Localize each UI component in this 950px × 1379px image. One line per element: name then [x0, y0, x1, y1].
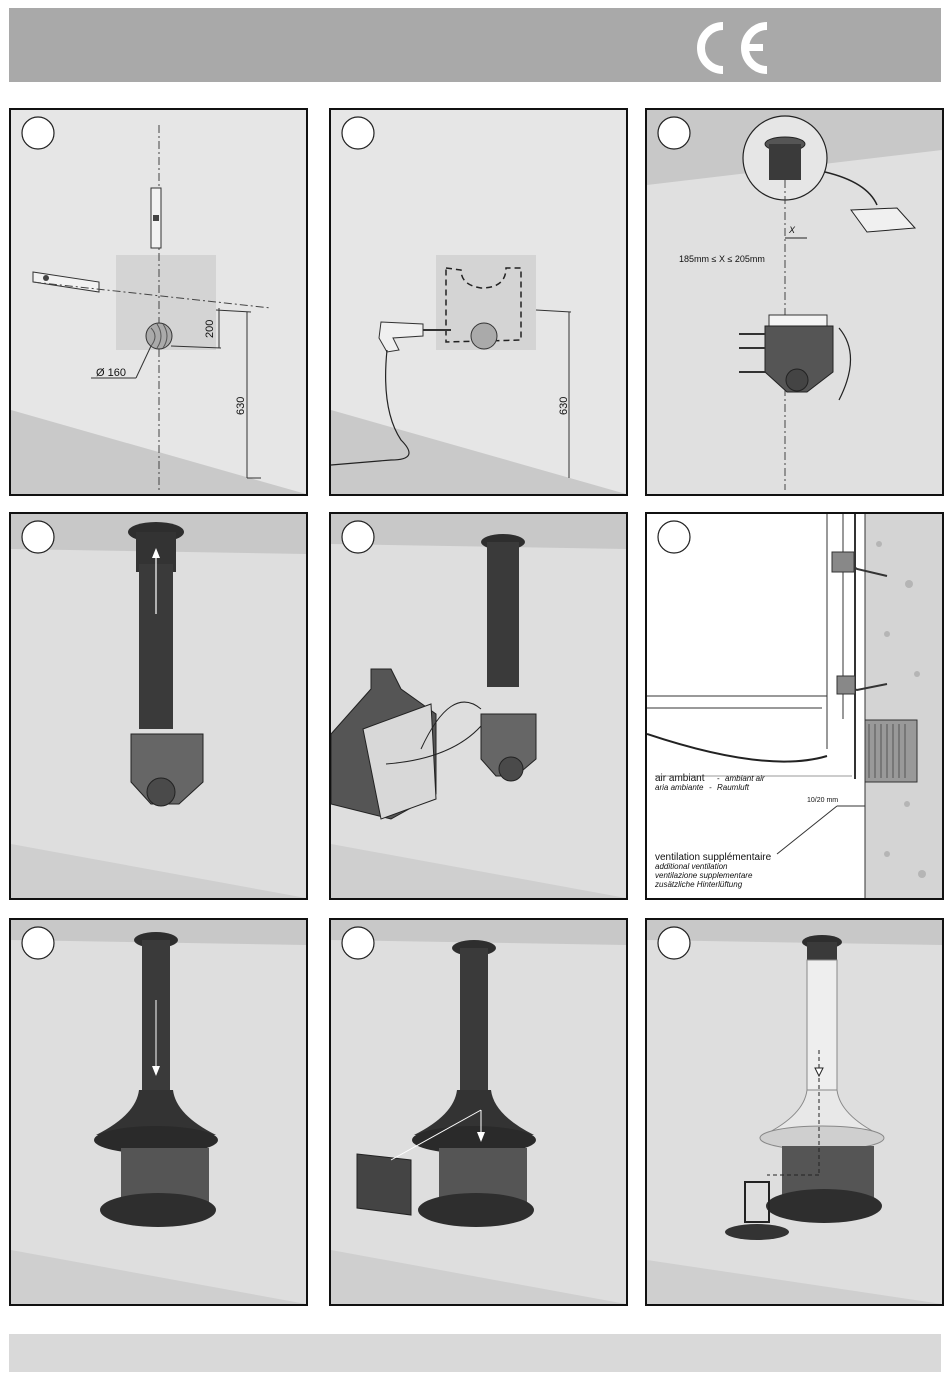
step-number-circle	[22, 117, 54, 149]
step-number-circle	[22, 521, 54, 553]
dim-200: 200	[204, 320, 216, 338]
panel-step-2: 630	[329, 108, 628, 496]
step-number-circle	[342, 521, 374, 553]
offset-range: 185mm ≤ X ≤ 205mm	[679, 254, 765, 264]
dim-630: 630	[235, 397, 247, 415]
panel-step-9	[645, 918, 944, 1306]
panel-step-1: 200 630 Ø 160	[9, 108, 308, 496]
header-bar	[9, 8, 941, 82]
step-number-circle	[658, 927, 690, 959]
panel-step-8	[329, 918, 628, 1306]
air-label-dash2: -	[709, 783, 712, 792]
ce-mark-logo	[685, 18, 775, 78]
panel-step-4	[9, 512, 308, 900]
air-label-dash: -	[717, 774, 720, 783]
vent-label-it: ventilazione supplementare	[655, 871, 753, 880]
offset-x: X	[788, 225, 796, 235]
vent-label-en: additional ventilation	[655, 862, 728, 871]
panel-step-7	[9, 918, 308, 1306]
air-label-en: ambiant air	[725, 774, 765, 783]
footer-bar	[9, 1334, 941, 1372]
step-number-circle	[658, 117, 690, 149]
panel-step-5	[329, 512, 628, 900]
step-number-circle	[22, 927, 54, 959]
step-number-circle	[342, 927, 374, 959]
panel-step-3: X 185mm ≤ X ≤ 205mm	[645, 108, 944, 496]
vent-label-de: zusätzliche Hinterlüftung	[654, 880, 743, 889]
panel-step-6: air ambiant - ambiant air aria ambiante …	[645, 512, 944, 900]
gap-label: 10/20 mm	[807, 797, 838, 804]
step-number-circle	[658, 521, 690, 553]
step-number-circle	[342, 117, 374, 149]
air-label-it: aria ambiante	[655, 783, 704, 792]
diameter-label: Ø 160	[96, 367, 126, 379]
dim-630: 630	[558, 397, 570, 415]
air-label-de: Raumluft	[717, 783, 750, 792]
